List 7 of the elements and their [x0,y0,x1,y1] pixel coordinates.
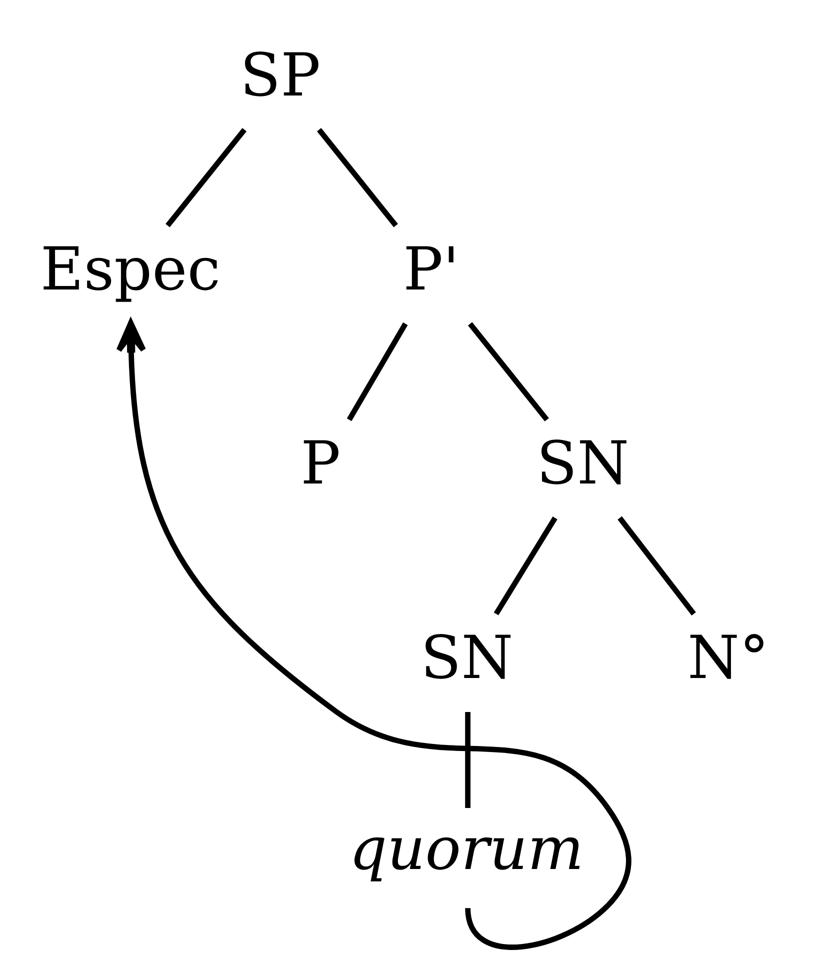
node-text: N° [688,622,770,692]
node-text: Espec [40,234,220,304]
connector [618,516,696,616]
node-text: P' [403,234,460,304]
connector [166,128,247,228]
node-text: SP [240,40,320,110]
connector [316,128,398,228]
